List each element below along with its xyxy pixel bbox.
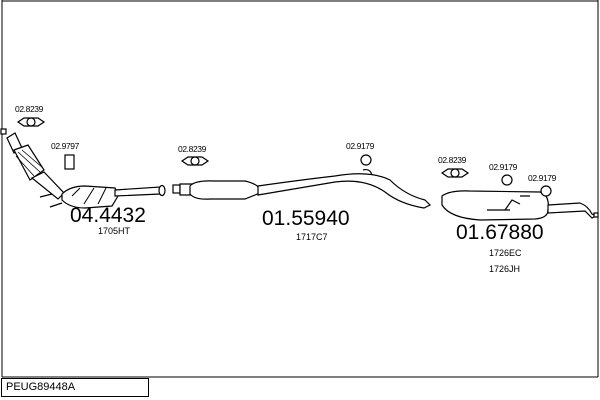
front-pipe-catalyst[interactable]	[0, 128, 166, 209]
svg-text:02.8239: 02.8239	[15, 104, 44, 114]
rear-silencer[interactable]	[441, 190, 599, 221]
part-number-1: 04.4432	[70, 204, 146, 227]
part-ref-2: 1717C7	[296, 232, 328, 242]
clamp-1[interactable]: 02.8239	[15, 104, 46, 127]
part-ref-3b: 1726JH	[489, 264, 520, 274]
svg-text:02.8239: 02.8239	[438, 155, 467, 165]
part-ref-3a: 1726EC	[489, 248, 522, 258]
part-number-2: 01.55940	[262, 207, 350, 230]
svg-text:02.9797: 02.9797	[51, 141, 80, 151]
rubber-mount-3[interactable]: 02.9179	[528, 173, 557, 197]
clamp-2[interactable]: 02.8239	[178, 144, 210, 166]
center-silencer[interactable]	[172, 168, 432, 209]
reference-code: PEUG89448A	[1, 378, 149, 397]
part-number-3: 01.67880	[456, 221, 544, 244]
svg-text:02.8239: 02.8239	[178, 144, 207, 154]
clamp-3[interactable]: 02.8239	[438, 155, 470, 178]
svg-text:02.9179: 02.9179	[528, 173, 557, 183]
part-ref-1: 1705HT	[98, 226, 131, 236]
svg-text:02.9179: 02.9179	[489, 162, 518, 172]
frame	[1, 0, 599, 378]
rubber-mount-2[interactable]: 02.9179	[489, 162, 518, 186]
gasket-1[interactable]: 02.9797	[51, 141, 80, 170]
rubber-mount-1[interactable]: 02.9179	[346, 141, 375, 166]
svg-text:02.9179: 02.9179	[346, 141, 375, 151]
